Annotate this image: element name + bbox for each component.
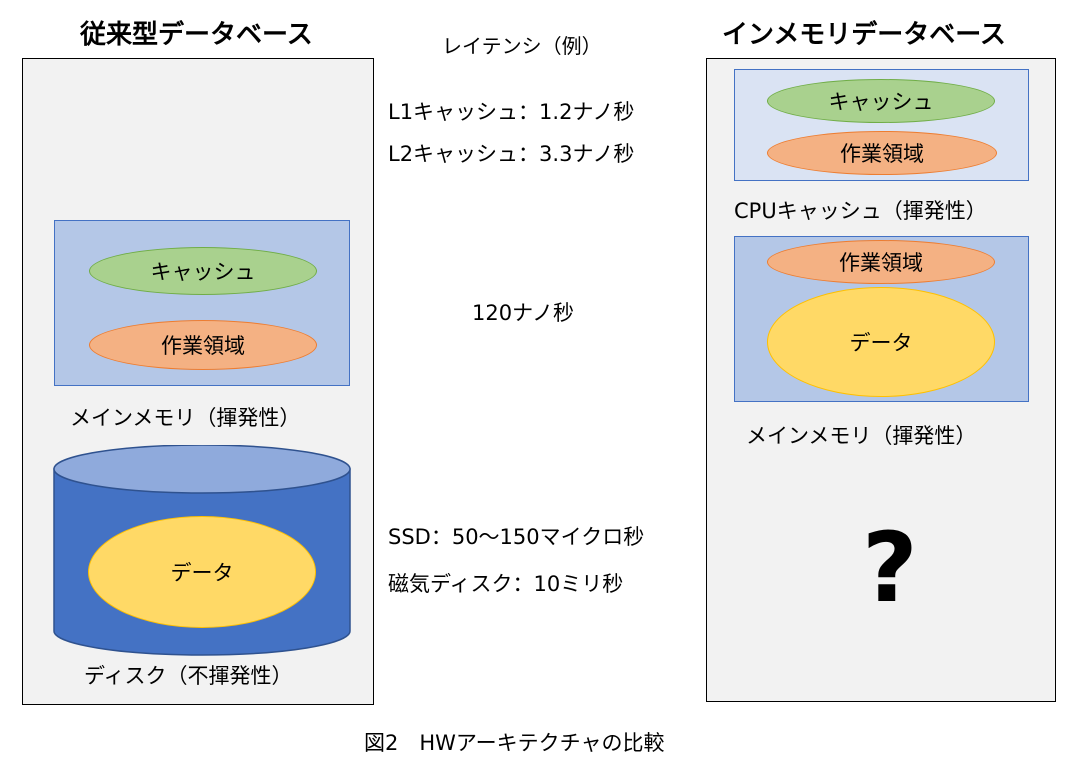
left-title: 従来型データベース bbox=[80, 20, 313, 50]
figure-caption: 図2 HWアーキテクチャの比較 bbox=[364, 731, 665, 755]
right-memory-work-area-oval: 作業領域 bbox=[767, 240, 995, 284]
latency-disk: 磁気ディスク：10ミリ秒 bbox=[388, 572, 624, 596]
latency-l2: L2キャッシュ：3.3ナノ秒 bbox=[388, 142, 635, 166]
latency-l1: L1キャッシュ：1.2ナノ秒 bbox=[388, 100, 635, 124]
left-work-area-oval: 作業領域 bbox=[89, 320, 317, 370]
left-main-memory-label: メインメモリ（揮発性） bbox=[70, 406, 301, 430]
latency-title: レイテンシ（例） bbox=[442, 34, 602, 58]
right-main-memory-label: メインメモリ（揮発性） bbox=[746, 424, 977, 448]
question-mark: ? bbox=[862, 512, 918, 624]
right-data-oval: データ bbox=[767, 287, 995, 397]
right-title: インメモリデータベース bbox=[722, 20, 1006, 50]
disk-label: ディスク（不揮発性） bbox=[84, 664, 293, 688]
left-data-oval: データ bbox=[88, 516, 316, 628]
latency-memory: 120ナノ秒 bbox=[472, 301, 575, 325]
disk-top bbox=[53, 445, 351, 494]
cpu-cache-label: CPUキャッシュ（揮発性） bbox=[734, 199, 987, 223]
left-cache-oval: キャッシュ bbox=[89, 247, 317, 295]
right-cache-oval: キャッシュ bbox=[767, 79, 995, 123]
latency-ssd: SSD：50〜150マイクロ秒 bbox=[388, 525, 645, 549]
right-cpu-work-area-oval: 作業領域 bbox=[767, 131, 997, 175]
